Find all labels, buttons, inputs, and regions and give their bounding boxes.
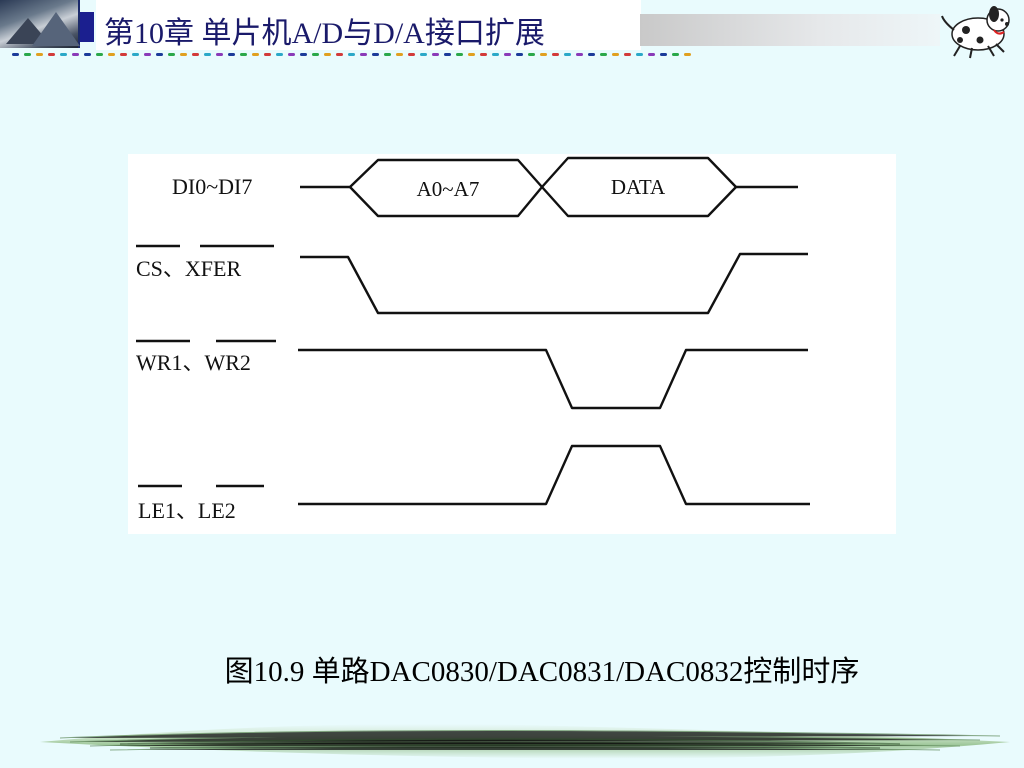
title-marker	[80, 12, 94, 42]
signal-label-di: DI0~DI7	[172, 174, 252, 199]
title-fade-bar	[640, 14, 940, 46]
le-waveform	[298, 444, 810, 506]
signal-label-cs-xfer: CS、XFER	[136, 256, 241, 281]
title-box	[96, 0, 641, 50]
timing-diagram-svg: DI0~DI7 CS、XFER WR1、WR2 LE1、LE2 A0~A7 DA…	[136, 156, 810, 523]
dog-mascot-icon	[941, 6, 1010, 59]
page-title: 第10章 单片机A/D与D/A接口扩展	[104, 17, 545, 50]
decorative-dot-line	[12, 53, 691, 56]
decorative-grass-band	[40, 724, 1010, 759]
bus-label-data: DATA	[611, 175, 666, 199]
figure-caption: 图10.9 单路DAC0830/DAC0831/DAC0832控制时序	[224, 656, 860, 688]
wr-waveform	[298, 348, 808, 410]
timing-diagram: DI0~DI7 CS、XFER WR1、WR2 LE1、LE2 A0~A7 DA…	[128, 154, 896, 534]
signal-label-le: LE1、LE2	[138, 498, 236, 523]
bus-label-a0-a7: A0~A7	[417, 177, 480, 201]
cs-xfer-waveform	[300, 252, 808, 315]
header-photo	[0, 0, 80, 48]
signal-label-wr: WR1、WR2	[136, 350, 251, 375]
